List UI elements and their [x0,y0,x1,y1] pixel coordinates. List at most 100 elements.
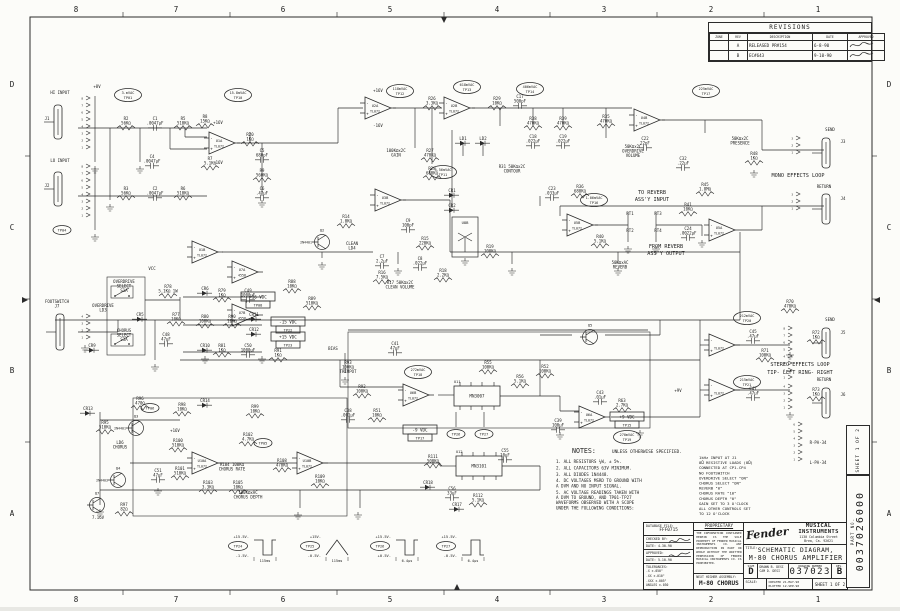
text-label-text: RT2 [626,228,634,233]
resistor-label-text: 1KΩ [274,353,282,358]
text-label-text: +16V [170,428,180,433]
connector-pin-number: 4 [81,314,83,318]
capacitor-symbol [255,194,269,201]
capacitor-label: C1.0047µF [147,116,164,131]
capacitor-label-text: C43 [596,390,604,395]
resistor-label-text: R111 [428,454,438,459]
size-cell: SIZE D [744,563,759,578]
capacitor-symbol [159,340,173,347]
resistor-label-text: 510KΩ [172,443,185,448]
vdc-tp-name: TP22 [284,328,293,332]
connector-pin-number: 5 [793,429,795,433]
diode-symbol [251,316,256,322]
resistor-label-text: R39 [559,116,567,121]
resistor-label-text: 56KΩ [121,121,131,126]
ground-symbol [636,430,644,438]
testpoint-name: TP12 [396,92,404,96]
diode-symbol [202,347,207,353]
testpoint-name: TP10 [234,96,242,100]
connector-pin [85,163,91,169]
zone-label-right: C [887,223,892,232]
connector-pin-number: 2 [783,368,785,372]
connector-pin-number: 1 [81,335,83,339]
connector-pin-number: 3 [81,321,83,325]
resistor-symbol [352,393,372,399]
resistor-label-text: R45 [701,182,709,187]
opamp-name: U7B [239,311,246,315]
resistor-label-text: R89 [308,296,316,301]
capacitor-symbol [498,456,512,463]
zone-label-bottom: 1 [816,595,821,604]
connector-pin [797,456,803,462]
zone-label-right: B [887,366,892,375]
waveform-tp-oval [370,541,390,551]
capacitor-label-text: C39 [554,418,562,423]
opamp-pins [227,309,263,321]
opamp-noninverting-input: + [710,393,713,398]
capacitor-label-text: .47µF [747,334,760,339]
brand-suffix: MUSICAL INSTRUMENTS [798,523,839,536]
resistor-symbol [173,195,193,201]
diode-label-text: CR13 [83,406,93,411]
capacitor-label-text: 1000µF [241,348,256,353]
text-label-text: R-PA-34 [810,440,827,445]
ground-symbol [508,268,516,276]
opamp-triangle [364,96,393,120]
opamp-name: U2B [451,104,458,108]
capacitor-symbol [681,234,695,241]
waveform-tp-name: TP25 [306,545,315,549]
connector-pin [787,339,793,345]
resistor-label-text: 10KΩ [683,207,693,212]
resistor-label-text: R90 [228,314,236,319]
opamp-noninverting-input: + [298,466,301,471]
resistor-label-text: 2.7KΩ [616,403,629,408]
opamp-pins [439,102,475,114]
notes-item: WAVEFORMS OBSERVED WITH A SCOPE [556,500,635,505]
connector-pin [85,327,91,333]
zone-label-bottom: 7 [174,595,179,604]
text-label-text: CHORUS [117,328,132,333]
testpoint-name: TP11 [439,173,447,177]
connector-pin [85,137,91,143]
text-label-text: +16V [373,88,383,93]
testpoint-name: TP14 [526,90,534,94]
capacitor-label-text: .022µF [526,139,541,144]
text-label-text: HI INPUT [50,90,70,95]
ground-symbol [341,377,349,385]
text-label: 7.16V [92,515,105,520]
testpoint-value: 225mVAC [699,87,714,91]
text-label: J5 [841,330,846,335]
transistor-legs [126,420,141,436]
capacitor-label-text: 22pF [640,141,650,146]
text-label-text: TRIMPOT [340,369,357,374]
opamp-pins [629,114,665,126]
brand-address-2: Brea, Ca. 92621 [804,539,833,544]
plot-dates: CREATED 21-MAY-90 PLOTTED 12-SEP-90 [767,578,813,589]
diode-symbol [202,290,207,296]
ground-symbol [294,512,302,520]
opamp-pins [562,219,598,231]
resistor-symbol [478,369,498,375]
connector-pin-number: 3 [783,391,785,395]
diode-label: CR6 [197,286,212,296]
capacitor-label-text: C5 [260,148,265,153]
connector-pin-number: 2 [793,450,795,454]
tolerance-line: .X ±.050" [646,569,663,574]
diode-leads [444,192,459,198]
waveform-glyph [396,539,418,556]
ground-symbol [394,268,402,276]
opamp-name: U10B [303,459,312,463]
resistor-label-text: R7 [208,156,213,161]
opamp-inverting-input: - [298,456,300,461]
